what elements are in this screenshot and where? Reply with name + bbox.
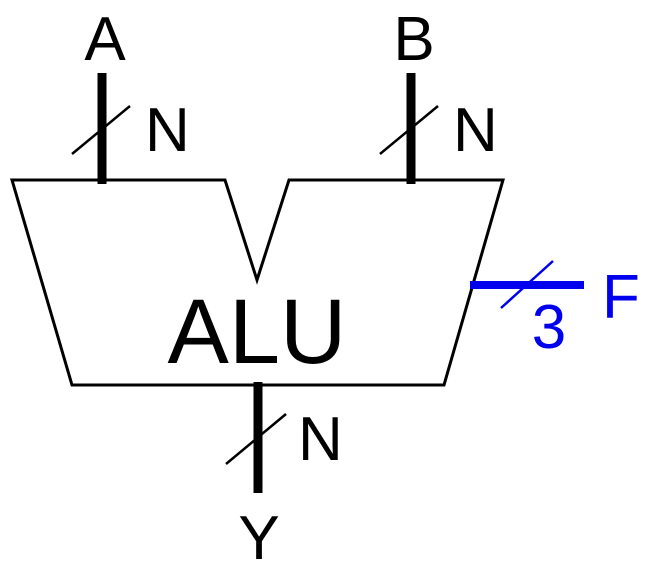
input-a-label: A bbox=[84, 5, 126, 74]
output-y-width-label: N bbox=[298, 405, 343, 474]
input-b-width-slash bbox=[379, 105, 439, 155]
control-f-width-slash bbox=[500, 260, 554, 309]
output-y-label: Y bbox=[238, 504, 279, 563]
control-f-bus: F 3 bbox=[470, 260, 640, 362]
input-b-label: B bbox=[393, 5, 434, 74]
input-a-bus: A N bbox=[71, 5, 190, 184]
input-b-bus: B N bbox=[379, 5, 498, 184]
control-f-label: F bbox=[602, 263, 640, 332]
output-y-bus: N Y bbox=[225, 382, 343, 563]
output-y-width-slash bbox=[225, 413, 287, 465]
alu-body bbox=[9, 178, 505, 387]
input-a-width-slash bbox=[71, 105, 131, 155]
alu-label: ALU bbox=[168, 281, 347, 383]
input-b-width-label: N bbox=[453, 96, 498, 165]
control-f-width-label: 3 bbox=[532, 293, 566, 362]
input-a-width-label: N bbox=[145, 96, 190, 165]
